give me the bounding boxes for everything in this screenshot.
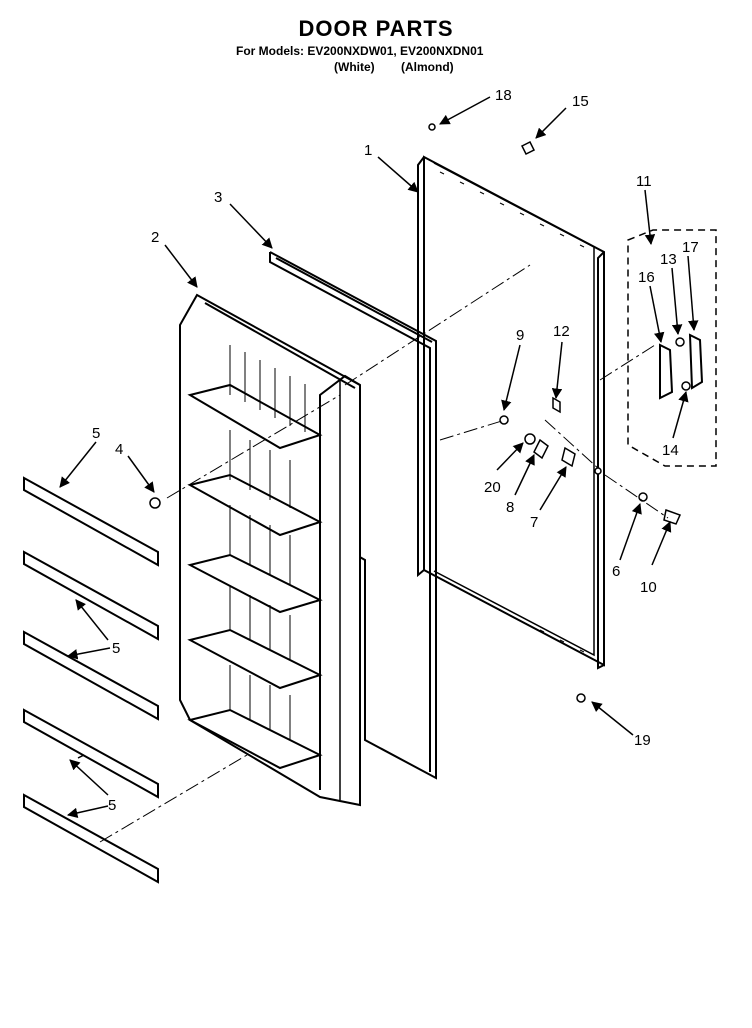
leader-lines [59,96,699,819]
callout-20: 20 [484,479,501,496]
callout-5-middle: 5 [112,640,120,657]
callout-11: 11 [636,173,652,190]
variant-almond-label: (Almond) [401,60,454,74]
inner-door-liner [179,293,361,807]
shelf-ribs [229,345,306,740]
callout-2: 2 [151,229,159,246]
spring-8 [533,438,549,460]
screw-6 [638,492,648,502]
alignment-lines [99,264,669,843]
callout-7: 7 [530,514,538,531]
callout-13: 13 [660,251,677,268]
callout-5-top: 5 [92,425,100,442]
cap-15 [520,140,536,156]
bracket-7 [561,446,576,468]
screw-18 [428,123,436,131]
callout-5-bottom: 5 [108,797,116,814]
screw-9 [499,415,509,425]
plug-19 [576,693,586,703]
callout-18: 18 [495,87,512,104]
callout-9: 9 [516,327,524,344]
callout-4: 4 [115,441,123,458]
plug-12 [552,396,561,414]
model-numbers: For Models: EV200NXDW01, EV200NXDN01 [236,44,484,58]
callout-12: 12 [553,323,570,340]
variant-white-label: (White) [334,60,375,74]
screw-4 [149,497,161,509]
callout-1: 1 [364,142,372,159]
callout-10: 10 [640,579,657,596]
small-hardware [149,123,682,703]
callout-8: 8 [506,499,514,516]
shelf-bars [23,476,159,884]
callout-6: 6 [612,563,620,580]
callout-15: 15 [572,93,589,110]
callout-14: 14 [662,442,679,459]
callout-17: 17 [682,239,699,256]
hole-6 [594,467,602,475]
callout-19: 19 [634,732,651,749]
outer-door-panel [417,155,605,670]
diagram-title: DOOR PARTS [298,16,454,41]
washer-20 [524,433,536,445]
cap-10 [663,509,682,525]
callout-labels: 1 2 3 4 5 5 5 6 7 8 9 10 11 12 13 14 15 … [92,87,699,814]
hinge-assembly [627,229,717,467]
callout-3: 3 [214,189,222,206]
callout-16: 16 [638,269,655,286]
